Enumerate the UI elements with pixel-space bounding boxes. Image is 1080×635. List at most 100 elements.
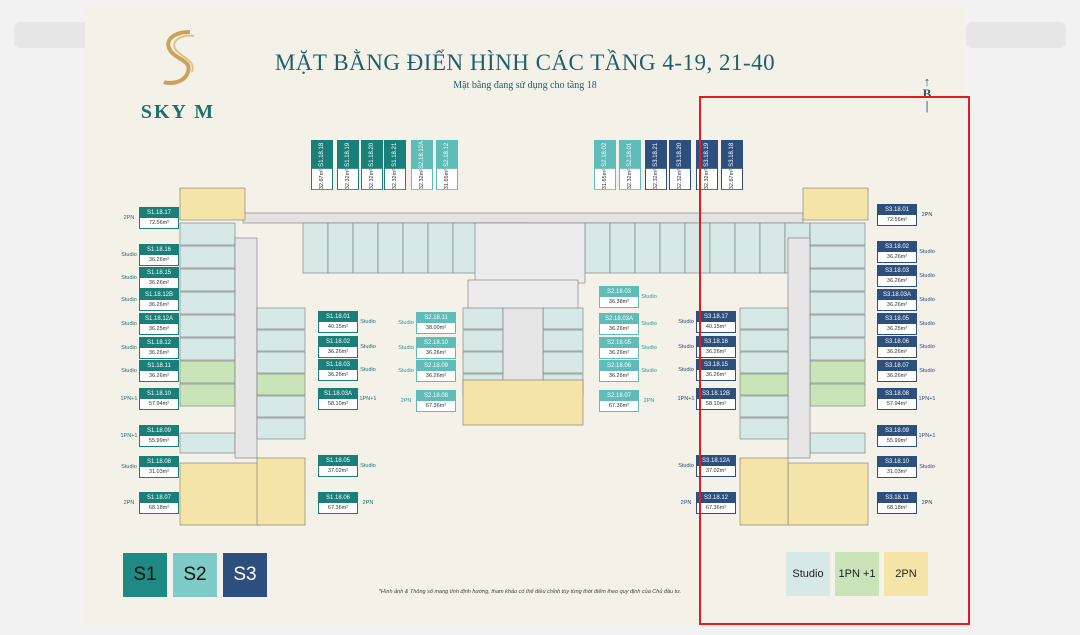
unit-code: S1.18.20: [362, 141, 382, 169]
unit-area: 36.26m²: [608, 326, 630, 332]
unit-code: S2.18.01: [620, 141, 640, 169]
unit-area: 36.26m²: [148, 373, 170, 379]
unit-area: 32.32m²: [338, 168, 358, 189]
unit-area: 36.26m²: [425, 373, 447, 379]
unit-code: S1.18.21: [385, 141, 405, 169]
unit-area: 55.99m²: [148, 438, 170, 444]
unit-area: 67.36m²: [608, 403, 630, 409]
unit-info: S3.18.11 68.18m²: [877, 492, 917, 514]
unit-info: S3.18.02 36.26m²: [877, 241, 917, 263]
type-legend-2pn: 2PN: [884, 552, 928, 596]
unit-area: 67.36m²: [425, 403, 447, 409]
unit-code: S2.18.12: [437, 141, 457, 169]
unit-code: S1.18.03A: [319, 389, 357, 399]
unit-area: 36.26m²: [886, 373, 908, 379]
type-legend-studio-label: Studio: [792, 568, 824, 580]
unit-type: Studio: [121, 275, 137, 281]
unit-type: 2PN: [123, 215, 135, 221]
unit-code: S3.18.12: [697, 493, 735, 503]
unit-type: Studio: [919, 368, 935, 374]
unit-center-left: [462, 373, 504, 396]
unit-info: S3.18.07 36.26m²: [877, 360, 917, 382]
unit-top-left: [377, 222, 404, 274]
unit-code: S1.18.19: [338, 141, 358, 169]
unit-code: S1.18.07: [140, 493, 178, 503]
unit-code: S3.18.02: [878, 242, 916, 252]
unit-area: 67.36m²: [705, 505, 727, 511]
unit-type: 1PN+1: [359, 396, 377, 402]
right-blur-panel: [966, 22, 1066, 48]
unit-code: S1.18.18: [312, 141, 332, 169]
unit-type: 2PN: [400, 398, 412, 404]
unit-left-outer: [179, 360, 236, 384]
unit-code: S3.18.09: [878, 426, 916, 436]
unit-left-corner: [179, 187, 246, 221]
unit-code: S2.18.03: [600, 287, 638, 297]
unit-left-bottom: [179, 462, 261, 526]
unit-type: Studio: [398, 368, 414, 374]
unit-area: 36.38m²: [608, 299, 630, 305]
unit-type: Studio: [360, 344, 376, 350]
unit-type: Studio: [678, 319, 694, 325]
unit-type: 1PN+1: [120, 433, 138, 439]
unit-left-inner: [256, 395, 306, 418]
unit-area: 36.26m²: [327, 349, 349, 355]
unit-type: 1PN+1: [918, 433, 936, 439]
unit-code: S1.18.06: [319, 493, 357, 503]
unit-type: 1PN+1: [677, 396, 695, 402]
unit-type: 2PN: [362, 500, 374, 506]
unit-code: S3.18.03A: [878, 290, 916, 300]
unit-area: 57.94m²: [148, 401, 170, 407]
unit-type: 2PN: [921, 212, 933, 218]
unit-top-left: [402, 222, 429, 274]
unit-left-inner: [256, 329, 306, 352]
unit-code: S3.18.20: [670, 141, 690, 169]
unit-type: Studio: [641, 345, 657, 351]
unit-area: 36.26m²: [886, 254, 908, 260]
unit-area: 32.32m²: [646, 168, 666, 189]
north-marker: ↑ B |: [917, 75, 937, 112]
unit-area: 68.18m²: [886, 505, 908, 511]
unit-type: Studio: [678, 463, 694, 469]
unit-type: 2PN: [123, 500, 135, 506]
highlight-rectangle: [699, 96, 970, 625]
unit-code: S3.18.07: [878, 361, 916, 371]
type-legend-studio: Studio: [786, 552, 830, 596]
unit-center-bottom: [462, 379, 584, 426]
unit-area: 55.99m²: [886, 438, 908, 444]
unit-type: 2PN: [921, 500, 933, 506]
unit-area: 36.26m²: [425, 350, 447, 356]
unit-area: 36.25m²: [148, 326, 170, 332]
unit-code: S3.18.11: [878, 493, 916, 503]
unit-type: Studio: [919, 273, 935, 279]
unit-code: S3.18.21: [646, 141, 666, 169]
unit-left-inner: [256, 307, 306, 330]
unit-area: 72.56m²: [148, 220, 170, 226]
